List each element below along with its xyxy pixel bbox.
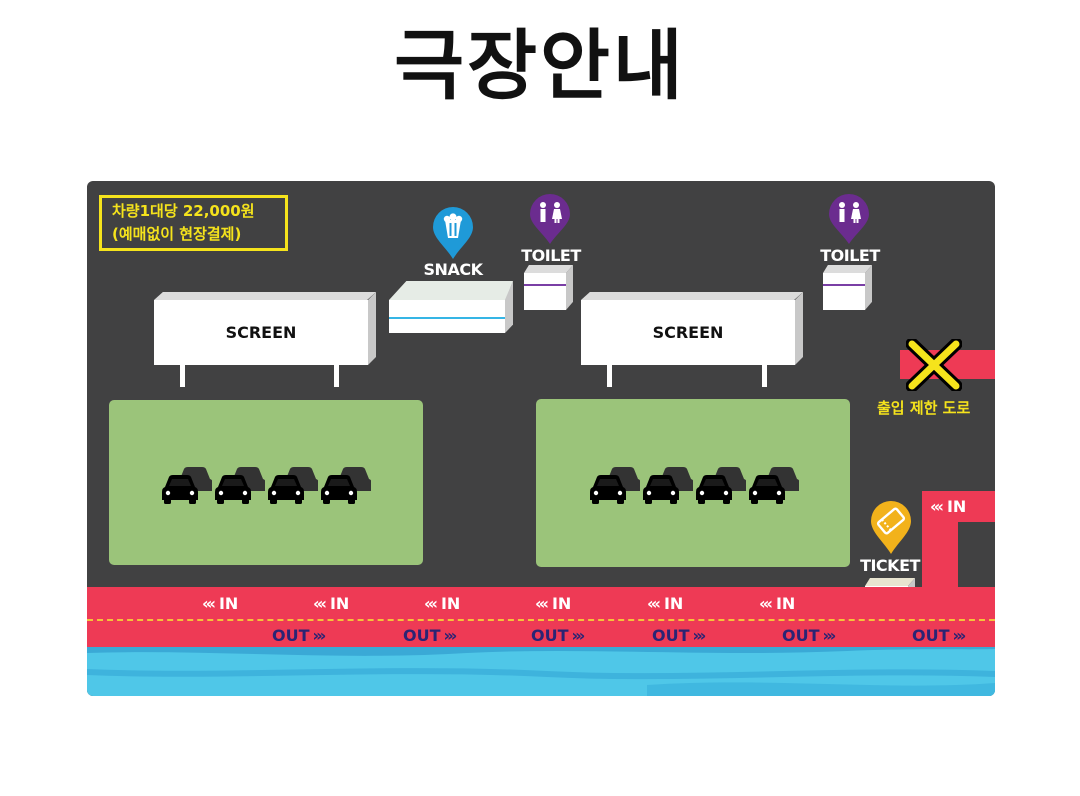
ticket-icon [871, 501, 911, 554]
screen-1: SCREEN [154, 292, 376, 365]
screen-2-label: SCREEN [581, 300, 795, 365]
in-lane-label: «‹IN [424, 594, 461, 613]
waterfront [87, 647, 995, 696]
toilet-1-label: TOILET [521, 246, 581, 265]
snack-building [389, 281, 513, 333]
popcorn-icon [433, 207, 473, 259]
ticket-label: TICKET [860, 556, 920, 575]
in-lane-label: «‹IN [647, 594, 684, 613]
toilet-1-building [524, 265, 573, 310]
screen-2: SCREEN [581, 292, 803, 365]
car-icon [641, 465, 694, 509]
toilet-2-building [823, 265, 872, 310]
snack-label: SNACK [423, 260, 483, 279]
in-lane-label: «‹IN [202, 594, 239, 613]
in-lane-label: «‹IN [535, 594, 572, 613]
out-lane-label: OUT››› [912, 626, 966, 645]
entrance-in-label: «‹IN [930, 497, 967, 516]
in-lane-label: «‹IN [759, 594, 796, 613]
price-notice-line2: (예매없이 현장결제) [112, 225, 242, 243]
car-icon [160, 465, 213, 509]
parked-cars-1 [160, 465, 372, 509]
car-icon [319, 465, 372, 509]
car-icon [266, 465, 319, 509]
restricted-road-label: 출입 제한 도로 [877, 399, 971, 417]
toilet-2-label: TOILET [820, 246, 880, 265]
out-lane-label: OUT››› [272, 626, 326, 645]
no-entry-cross-icon [906, 339, 962, 391]
page-title: 극장안내 [394, 21, 686, 110]
out-lane-label: OUT››› [403, 626, 457, 645]
car-icon [588, 465, 641, 509]
out-lane-label: OUT››› [652, 626, 706, 645]
restroom-icon [829, 194, 869, 244]
car-icon [213, 465, 266, 509]
screen-1-label: SCREEN [154, 300, 368, 365]
restroom-icon [530, 194, 570, 244]
car-icon [747, 465, 800, 509]
price-notice: 차량1대당 22,000원 (예매없이 현장결제) [99, 195, 288, 251]
theater-map: 차량1대당 22,000원 (예매없이 현장결제) SCREEN SCREEN … [87, 181, 995, 696]
center-lane-line [87, 619, 995, 621]
price-notice-line1: 차량1대당 22,000원 [112, 202, 255, 220]
parked-cars-2 [588, 465, 800, 509]
out-lane-label: OUT››› [782, 626, 836, 645]
in-lane-label: «‹IN [313, 594, 350, 613]
out-lane-label: OUT››› [531, 626, 585, 645]
car-icon [694, 465, 747, 509]
